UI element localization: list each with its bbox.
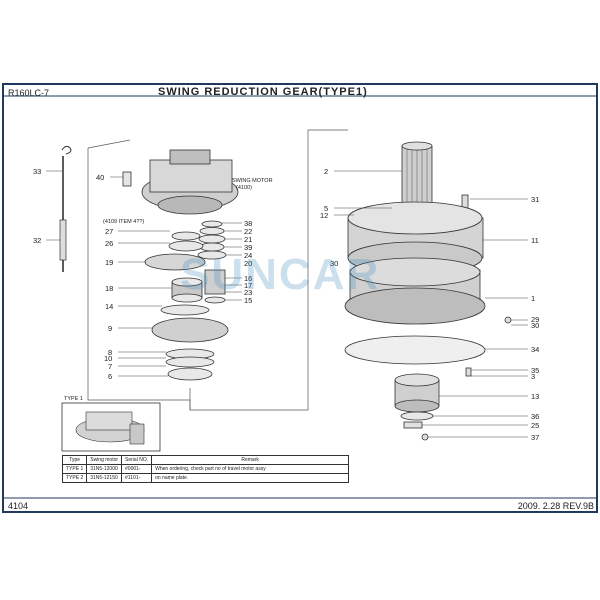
gear-stack-center	[144, 220, 229, 381]
callout-20: 20	[244, 259, 252, 268]
table-cell: When ordering, check part no of travel m…	[151, 464, 350, 474]
callout-7: 7	[108, 362, 112, 371]
type-table: Type Swing motor Serial NO. Remark TYPE …	[61, 455, 350, 483]
callout-36: 36	[531, 412, 539, 421]
callout-38: 38	[244, 219, 252, 228]
note-swing-motor: SWING MOTOR	[232, 178, 273, 184]
callout-8: 8	[108, 348, 112, 357]
table-cell: TYPE 1	[61, 464, 88, 474]
table-header: Type	[61, 455, 88, 465]
callout-30: 30	[531, 321, 539, 330]
callout-24: 24	[244, 251, 252, 260]
callout-11: 11	[531, 236, 539, 245]
callout-21: 21	[244, 235, 252, 244]
callout-13: 13	[531, 392, 539, 401]
callout-40: 40	[96, 173, 104, 182]
table-cell: #0001-	[121, 464, 153, 474]
callout-34: 34	[531, 345, 539, 354]
callout-31: 31	[531, 195, 539, 204]
callout-16: 16	[244, 274, 252, 283]
callout-1: 1	[531, 294, 535, 303]
reduction-gear-housing	[344, 141, 512, 441]
callout-5: 5	[324, 204, 328, 213]
callout-22: 22	[244, 227, 252, 236]
callout-33: 33	[33, 167, 41, 176]
table-cell: #1101-	[121, 473, 153, 483]
dipstick-part	[59, 145, 72, 272]
model-label: R160LC-7	[8, 88, 50, 98]
callout-9: 9	[108, 324, 112, 333]
callout-19: 19	[105, 258, 113, 267]
callout-15: 15	[244, 296, 252, 305]
table-row: TYPE 1 31N5-12000 #0001- When ordering, …	[61, 464, 350, 474]
callout-10: 10	[104, 354, 112, 363]
callout-12: 12	[320, 211, 328, 220]
callout-18: 18	[105, 284, 113, 293]
callout-39: 39	[244, 243, 252, 252]
table-cell: 31N5-12000	[86, 464, 123, 474]
note-item-ref: (4109 ITEM 4??)	[103, 219, 144, 225]
table-header: Serial NO.	[121, 455, 153, 465]
sheet-frame	[2, 83, 598, 513]
type1-motor-sketch	[75, 411, 145, 445]
callout-17: 17	[244, 281, 252, 290]
callout-25: 25	[531, 421, 539, 430]
callout-2: 2	[324, 167, 328, 176]
table-cell: 31N5-12150	[86, 473, 123, 483]
table-header: Swing motor	[86, 455, 123, 465]
diagram-notes: SWING MOTOR (4100) (4109 ITEM 4??)	[103, 178, 273, 225]
swing-motor-part	[122, 149, 239, 215]
table-cell: on name plate.	[151, 473, 350, 483]
callout-32: 32	[33, 236, 41, 245]
table-cell: TYPE 2	[61, 473, 88, 483]
callout-37: 37	[531, 433, 539, 442]
callout-labels: 33 40 32 27 26 19 18 14 9 8 10 7 6 38 22…	[33, 167, 539, 442]
callout-30-left: 30	[330, 259, 338, 268]
assembly-brackets	[87, 129, 348, 411]
callout-29: 29	[531, 315, 539, 324]
type1-inset-label: TYPE 1	[64, 396, 83, 402]
callout-23: 23	[244, 288, 252, 297]
callout-35: 35	[531, 366, 539, 375]
callout-3: 3	[531, 372, 535, 381]
note-swing-motor-no: (4100)	[236, 185, 252, 191]
page-number: 4104	[8, 501, 29, 511]
leader-lines	[46, 170, 528, 438]
table-header-row: Type Swing motor Serial NO. Remark	[61, 455, 350, 465]
callout-6: 6	[108, 372, 112, 381]
table-row: TYPE 2 31N5-12150 #1101- on name plate.	[61, 473, 350, 483]
callout-14: 14	[105, 302, 113, 311]
date-revision: 2009. 2.28 REV.9B	[517, 501, 594, 511]
callout-26: 26	[105, 239, 113, 248]
table-header: Remark	[151, 455, 350, 465]
diagram-title: SWING REDUCTION GEAR(TYPE1)	[158, 86, 368, 98]
watermark: SUNCAR	[180, 250, 381, 299]
callout-27: 27	[105, 227, 113, 236]
type1-inset-box	[61, 402, 161, 452]
